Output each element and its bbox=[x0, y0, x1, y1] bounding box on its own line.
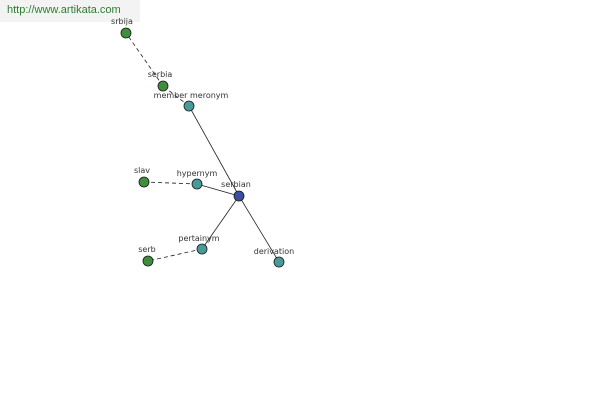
relation-node-derivation[interactable] bbox=[273, 256, 285, 268]
word-node-srbija[interactable] bbox=[120, 27, 132, 39]
word-node-serb[interactable] bbox=[142, 255, 154, 267]
word-label-serb: serb bbox=[138, 245, 155, 254]
relation-label-hypernym: hypernym bbox=[177, 169, 218, 178]
edge-serbia-srbija bbox=[125, 32, 164, 87]
edge-member-meronym-serbia bbox=[162, 85, 190, 107]
relation-node-pertainym[interactable] bbox=[196, 243, 208, 255]
word-node-serbia[interactable] bbox=[157, 80, 169, 92]
word-label-srbija: srbija bbox=[111, 17, 133, 26]
edge-serbian-pertainym bbox=[201, 195, 240, 250]
watermark-url: http://www.artikata.com bbox=[7, 4, 121, 16]
word-node-slav[interactable] bbox=[138, 176, 150, 188]
relation-label-derivation: derivation bbox=[254, 247, 294, 256]
edge-serbian-hypernym bbox=[196, 183, 240, 197]
root-node-serbian[interactable] bbox=[233, 190, 245, 202]
word-label-slav: slav bbox=[134, 166, 150, 175]
word-label-serbia: serbia bbox=[148, 70, 173, 79]
root-label-serbian: serbian bbox=[221, 180, 251, 189]
relation-node-member-meronym[interactable] bbox=[183, 100, 195, 112]
watermark-background bbox=[0, 0, 140, 22]
relation-label-member-meronym: member meronym bbox=[154, 91, 229, 100]
relation-node-hypernym[interactable] bbox=[191, 178, 203, 190]
edge-pertainym-serb bbox=[147, 248, 203, 262]
relation-label-pertainym: pertainym bbox=[178, 234, 219, 243]
edge-serbian-derivation bbox=[238, 195, 280, 263]
edges-layer bbox=[125, 32, 280, 263]
nodes-layer: srbija serbia slav serb member meronym hypern… bbox=[111, 17, 294, 268]
edge-hypernym-slav bbox=[143, 181, 198, 185]
edge-serbian-member-meronym bbox=[188, 105, 240, 197]
